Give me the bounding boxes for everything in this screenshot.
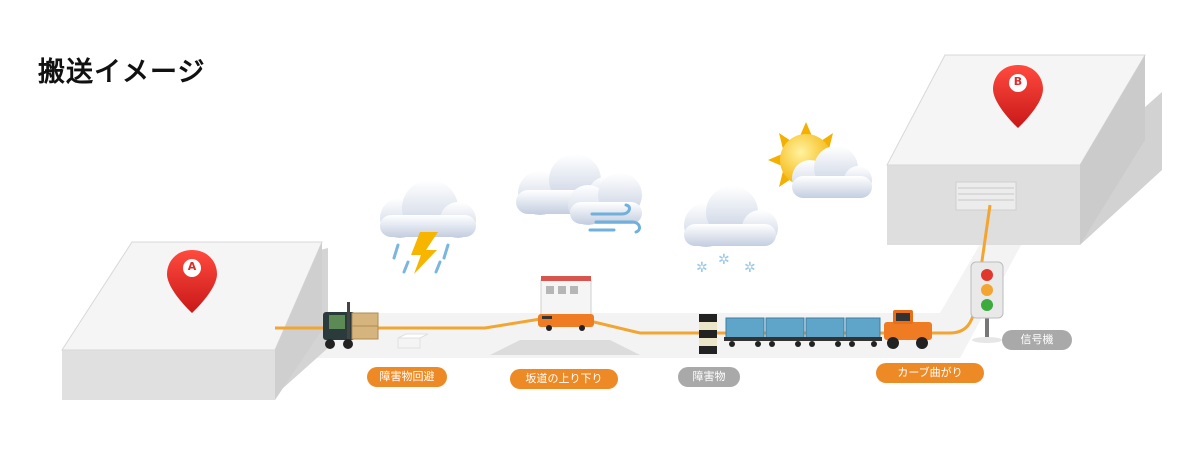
box-obstacle <box>397 333 429 349</box>
traffic-light-icon <box>970 261 1004 343</box>
barrier-obstacle <box>699 314 717 354</box>
snow-cloud-icon: ✲ ✲ ✲ <box>684 186 778 276</box>
page-title: 搬送イメージ <box>38 57 206 88</box>
storm-cloud-icon <box>380 180 476 274</box>
agv-icon <box>538 276 594 331</box>
forklift-icon <box>323 302 379 349</box>
tow-tractor-icon <box>884 310 932 349</box>
svg-text:✲: ✲ <box>718 252 730 268</box>
pin-a-label: A <box>187 260 197 273</box>
svg-text:✲: ✲ <box>696 260 708 276</box>
pin-a <box>167 250 217 313</box>
label-obstacle: 障害物 <box>678 367 740 387</box>
sun-cloud-icon <box>768 122 872 198</box>
label-obstacle-avoid: 障害物回避 <box>367 367 447 387</box>
cart-train <box>724 317 882 347</box>
label-slope: 坂道の上り下り <box>510 369 618 389</box>
svg-text:✲: ✲ <box>744 260 756 276</box>
label-signal: 信号機 <box>1002 330 1072 350</box>
label-curve: カーブ曲がり <box>876 363 984 383</box>
windy-cloud-icon <box>516 154 642 234</box>
pin-b <box>993 65 1043 128</box>
pin-b-label: B <box>1013 75 1023 88</box>
